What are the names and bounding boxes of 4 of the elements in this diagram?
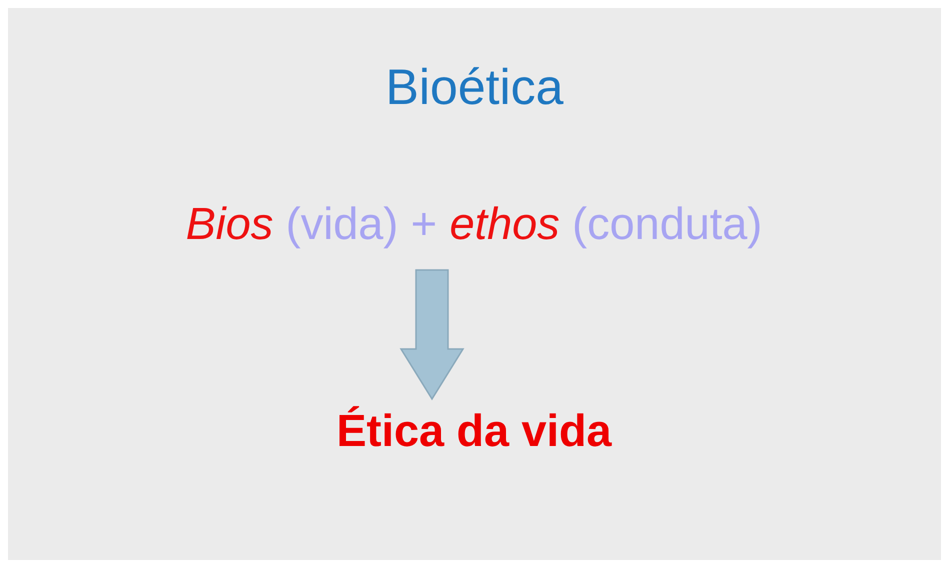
result-text: Ética da vida [336,405,612,457]
block-arrow [400,269,464,400]
etymology-text: Bios (vida) + ethos (conduta) [186,198,762,270]
title: Bioética [384,58,564,116]
